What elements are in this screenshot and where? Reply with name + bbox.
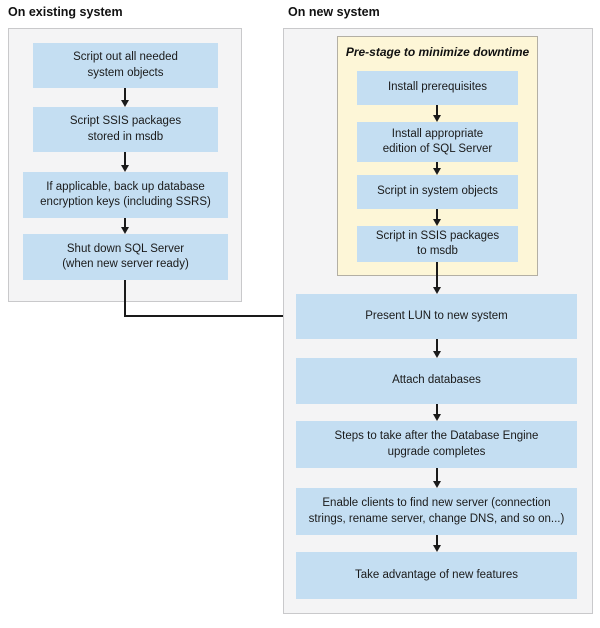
arrow-down-icon: [121, 165, 129, 172]
arrow-down-icon: [433, 481, 441, 488]
existing-system-title: On existing system: [8, 5, 123, 19]
flow-step: Script in system objects: [357, 175, 518, 209]
arrow-line: [436, 162, 438, 169]
arrow-down-icon: [433, 414, 441, 421]
arrow-down-icon: [433, 351, 441, 358]
arrow-line: [124, 88, 126, 101]
arrow-down-icon: [433, 168, 441, 175]
arrow-down-icon: [121, 227, 129, 234]
flow-step: Enable clients to find new server (conne…: [296, 488, 577, 535]
arrow-line: [436, 468, 438, 482]
flow-step: Install appropriate edition of SQL Serve…: [357, 122, 518, 162]
arrow-line: [436, 105, 438, 116]
arrow-down-icon: [433, 219, 441, 226]
arrow-line: [436, 535, 438, 546]
flow-step: Script out all needed system objects: [33, 43, 218, 88]
flow-step: Steps to take after the Database Engine …: [296, 421, 577, 468]
prestage-title: Pre-stage to minimize downtime: [345, 45, 530, 59]
flow-step: Script SSIS packages stored in msdb: [33, 107, 218, 152]
arrow-down-icon: [433, 115, 441, 122]
flow-step: Script in SSIS packages to msdb: [357, 226, 518, 262]
arrow-down-icon: [433, 287, 441, 294]
flow-step: Install prerequisites: [357, 71, 518, 105]
arrow-line: [436, 404, 438, 415]
elbow-arrow-vertical: [124, 280, 126, 316]
arrow-line: [436, 339, 438, 352]
flow-step: Shut down SQL Server (when new server re…: [23, 234, 228, 280]
arrow-line: [436, 209, 438, 220]
elbow-arrow-horizontal: [124, 315, 289, 317]
flow-step: Attach databases: [296, 358, 577, 404]
arrow-line: [436, 262, 438, 288]
flow-step: Present LUN to new system: [296, 294, 577, 339]
arrow-line: [124, 218, 126, 228]
flow-step: If applicable, back up database encrypti…: [23, 172, 228, 218]
flow-step: Take advantage of new features: [296, 552, 577, 599]
arrow-down-icon: [433, 545, 441, 552]
arrow-down-icon: [121, 100, 129, 107]
arrow-line: [124, 152, 126, 166]
new-system-title: On new system: [288, 5, 380, 19]
